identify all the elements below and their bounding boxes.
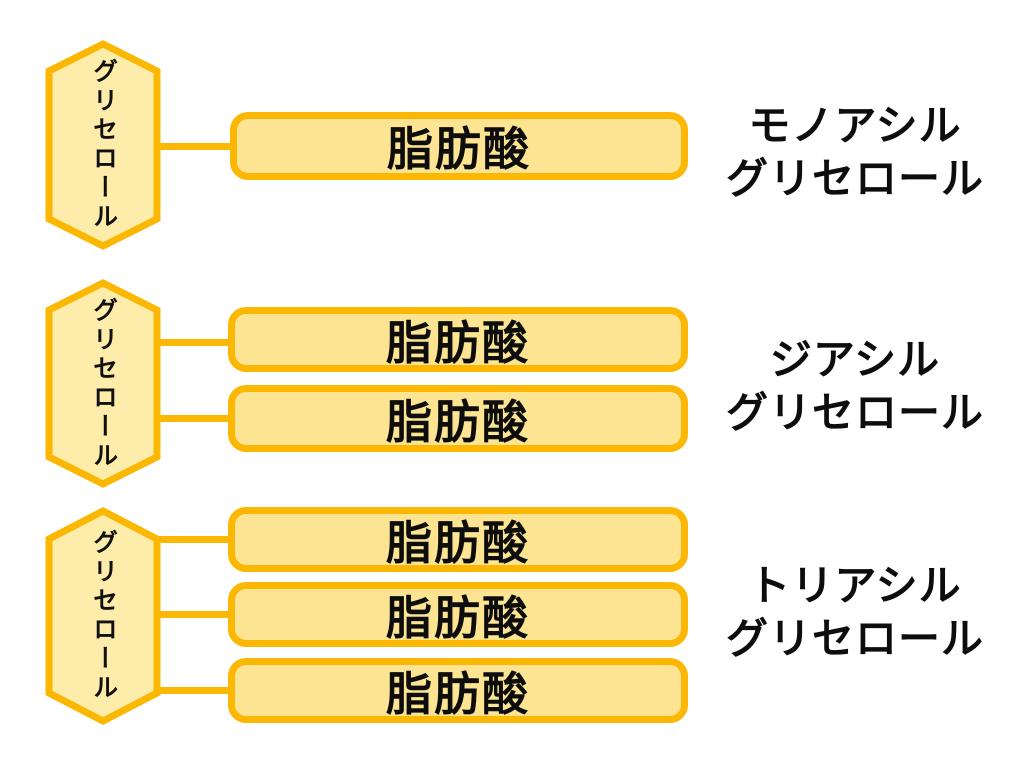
hexagon-shape	[45, 40, 161, 250]
fatty-acid-label: 脂肪酸	[386, 591, 530, 644]
glycerol-hexagon-mono: グリセロール	[45, 40, 162, 250]
bond-line	[155, 143, 235, 150]
product-label-monoacylglycerol: モノアシル グリセロール	[700, 99, 1010, 205]
fatty-acid-label: 脂肪酸	[386, 667, 530, 720]
product-label-line2: グリセロール	[725, 389, 984, 436]
bond-line	[155, 536, 235, 543]
fatty-acid-bar: 脂肪酸	[230, 112, 688, 180]
product-label-line2: グリセロール	[725, 155, 984, 202]
fatty-acid-label: 脂肪酸	[387, 123, 531, 175]
fatty-acid-label: 脂肪酸	[386, 395, 530, 448]
product-label-diacylglycerol: ジアシル グリセロール	[700, 333, 1010, 439]
fatty-acid-label: 脂肪酸	[386, 316, 530, 369]
bond-line	[155, 611, 235, 618]
fatty-acid-bar: 脂肪酸	[228, 307, 688, 372]
product-label-line2: グリセロール	[725, 615, 984, 662]
fatty-acid-bar: 脂肪酸	[228, 658, 688, 723]
fatty-acid-bar: 脂肪酸	[228, 507, 688, 572]
fatty-acid-bar: 脂肪酸	[228, 385, 688, 452]
bond-line	[155, 687, 235, 694]
bond-line	[155, 415, 235, 422]
bond-line	[155, 339, 235, 346]
product-label-triacylglycerol: トリアシル グリセロール	[700, 559, 1010, 665]
product-label-line1: ジアシル	[769, 336, 941, 383]
fatty-acid-label: 脂肪酸	[386, 516, 530, 569]
hexagon-shape	[45, 279, 161, 488]
fatty-acid-bar: 脂肪酸	[228, 582, 688, 647]
hexagon-shape	[45, 507, 161, 725]
product-label-line1: モノアシル	[748, 102, 962, 149]
product-label-line1: トリアシル	[748, 562, 962, 609]
glycerol-hexagon-tri: グリセロール	[45, 507, 162, 725]
glycerol-hexagon-di: グリセロール	[45, 279, 162, 488]
